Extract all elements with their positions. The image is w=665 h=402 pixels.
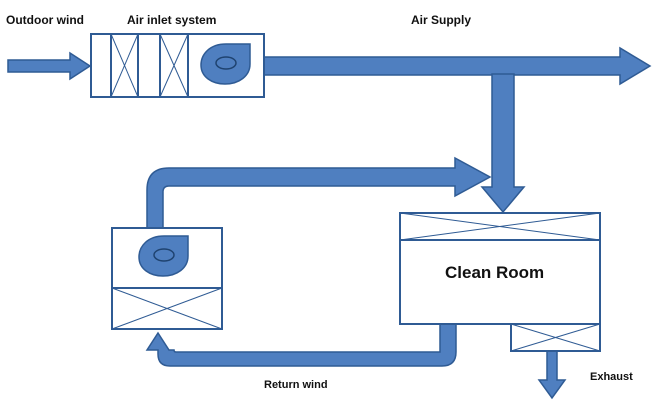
return-wind-duct-arrow <box>145 323 457 367</box>
return-wind-label: Return wind <box>264 379 328 391</box>
outdoor-wind-label: Outdoor wind <box>6 13 84 27</box>
clean-room-label: Clean Room <box>445 263 544 282</box>
exhaust-label: Exhaust <box>590 371 633 383</box>
inlet-filter-2-filter-cross-icon <box>159 33 189 98</box>
inlet-fan-icon <box>200 43 251 85</box>
outdoor-wind-arrow <box>7 51 92 81</box>
exhaust-filter-box <box>510 323 601 352</box>
supply-down-branch-arrow <box>480 73 526 214</box>
air-supply-label: Air Supply <box>411 13 471 27</box>
clean-room-hepa-filter-cross-icon <box>399 212 601 241</box>
recirculation-duct-arrow <box>146 156 492 229</box>
exhaust-arrow <box>537 350 567 400</box>
inlet-filter-1-filter-cross-icon <box>110 33 139 98</box>
exhaust-filter-cross-icon <box>510 323 601 352</box>
return-filter-cross-icon <box>111 287 223 330</box>
clean-room-box <box>399 212 601 325</box>
air-inlet-unit <box>90 33 265 98</box>
air-inlet-system-label: Air inlet system <box>127 13 216 27</box>
return-fan-icon <box>138 235 189 277</box>
return-air-unit <box>111 227 223 330</box>
air-supply-duct <box>263 46 652 86</box>
